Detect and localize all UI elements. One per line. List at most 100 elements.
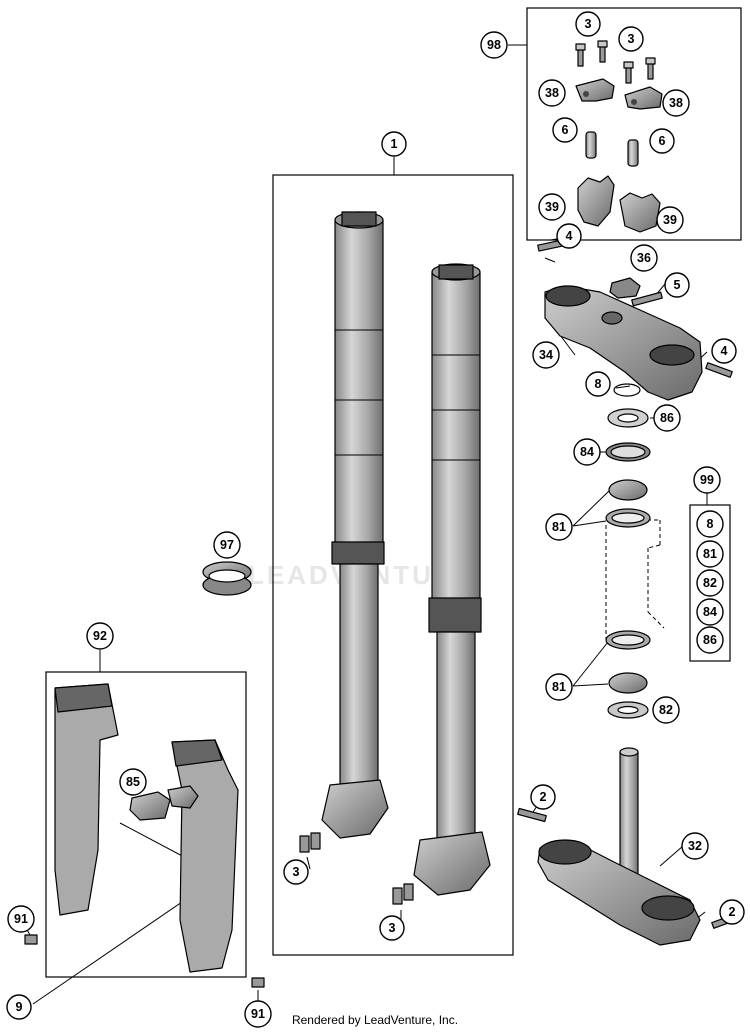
callout-98: 98: [480, 31, 508, 59]
callout-38: 38: [538, 79, 566, 107]
handlebar-clamp-lower-left: [577, 175, 615, 227]
callout-4: 4: [556, 223, 582, 249]
fork-guard-right: [171, 739, 239, 973]
svg-text:82: 82: [703, 576, 717, 590]
handlebar-clamp-lower-right: [619, 192, 661, 233]
fork-leg-left: [321, 211, 389, 839]
kit-98-frame: [526, 7, 742, 241]
kit-99-item: 81: [696, 540, 724, 568]
callout-6: 6: [552, 117, 578, 143]
callout-82: 82: [652, 696, 680, 724]
callout-38: 38: [662, 89, 690, 117]
svg-text:91: 91: [251, 1007, 265, 1021]
svg-text:34: 34: [539, 348, 553, 362]
guard-bracket-85: [129, 785, 199, 821]
svg-text:81: 81: [552, 520, 566, 534]
guard-screws-91: [24, 934, 265, 988]
kit-99-item: 86: [696, 626, 724, 654]
footer-credit: Rendered by LeadVenture, Inc.: [291, 1013, 459, 1027]
svg-text:3: 3: [628, 32, 635, 46]
callout-4: 4: [711, 338, 737, 364]
kit-99-item: 84: [696, 598, 724, 626]
svg-text:81: 81: [703, 547, 717, 561]
svg-text:2: 2: [540, 790, 547, 804]
fork-guard-left: [54, 683, 119, 916]
callout-2: 2: [719, 899, 745, 925]
upper-triple-clamp: [537, 238, 733, 401]
svg-text:3: 3: [389, 921, 396, 935]
lower-triple-clamp: [517, 747, 739, 946]
svg-text:8: 8: [707, 517, 714, 531]
kit-92-frame: [45, 671, 247, 978]
callout-86: 86: [653, 404, 681, 432]
callout-6: 6: [649, 128, 675, 154]
svg-text:84: 84: [703, 605, 717, 619]
svg-text:91: 91: [14, 912, 28, 926]
bolts-6: [585, 131, 639, 167]
svg-text:6: 6: [562, 123, 569, 137]
callout-39: 39: [538, 193, 566, 221]
svg-text:8: 8: [595, 377, 602, 391]
callout-81: 81: [545, 513, 573, 541]
svg-text:38: 38: [669, 96, 683, 110]
kit-99-items: 8 81 82 84 86: [696, 510, 724, 654]
svg-text:3: 3: [585, 17, 592, 31]
fork-assembly-frame: [272, 174, 514, 956]
svg-text:86: 86: [703, 633, 717, 647]
callout-2: 2: [530, 784, 556, 810]
svg-text:97: 97: [220, 538, 234, 552]
callout-81: 81: [545, 673, 573, 701]
callout-9: 9: [6, 994, 32, 1020]
callout-91: 91: [244, 1000, 272, 1028]
svg-text:99: 99: [700, 473, 714, 487]
svg-text:4: 4: [721, 344, 728, 358]
kit-99-item: 82: [696, 569, 724, 597]
callout-3: 3: [575, 11, 601, 37]
svg-text:84: 84: [580, 445, 594, 459]
svg-text:5: 5: [674, 278, 681, 292]
svg-text:3: 3: [293, 865, 300, 879]
svg-text:85: 85: [126, 775, 140, 789]
steering-column-guides: [605, 519, 665, 640]
svg-text:81: 81: [552, 680, 566, 694]
handlebar-clamp-upper-left: [575, 78, 615, 102]
svg-text:39: 39: [545, 200, 559, 214]
callout-5: 5: [664, 272, 690, 298]
callout-3: 3: [283, 859, 309, 885]
callout-34: 34: [532, 341, 560, 369]
fork-leg-right: [413, 263, 491, 896]
svg-text:38: 38: [545, 86, 559, 100]
callout-36: 36: [630, 244, 658, 272]
callout-1: 1: [381, 131, 407, 157]
svg-text:39: 39: [663, 213, 677, 227]
callout-39: 39: [656, 206, 684, 234]
svg-text:82: 82: [659, 703, 673, 717]
svg-text:32: 32: [688, 839, 702, 853]
svg-text:98: 98: [487, 38, 501, 52]
callout-91: 91: [7, 905, 35, 933]
callout-84: 84: [573, 438, 601, 466]
svg-text:1: 1: [391, 137, 398, 151]
svg-text:4: 4: [566, 229, 573, 243]
callout-3: 3: [618, 26, 644, 52]
callout-8: 8: [585, 371, 611, 397]
seal-ring-97: [202, 561, 252, 596]
axle-clamp-bolts: [299, 832, 414, 905]
svg-text:6: 6: [659, 134, 666, 148]
callout-3: 3: [379, 915, 405, 941]
svg-text:86: 86: [660, 411, 674, 425]
handlebar-clamp-upper-right: [624, 86, 663, 110]
svg-text:92: 92: [93, 629, 107, 643]
callout-32: 32: [681, 832, 709, 860]
svg-text:2: 2: [729, 905, 736, 919]
clamp-screws: [575, 40, 656, 84]
svg-text:9: 9: [16, 1000, 23, 1014]
bearing-stack: [605, 383, 651, 719]
callout-92: 92: [86, 622, 114, 650]
svg-text:36: 36: [637, 251, 651, 265]
callout-99: 99: [693, 466, 721, 494]
callout-85: 85: [119, 768, 147, 796]
callout-97: 97: [213, 531, 241, 559]
kit-99-item: 8: [696, 510, 724, 538]
